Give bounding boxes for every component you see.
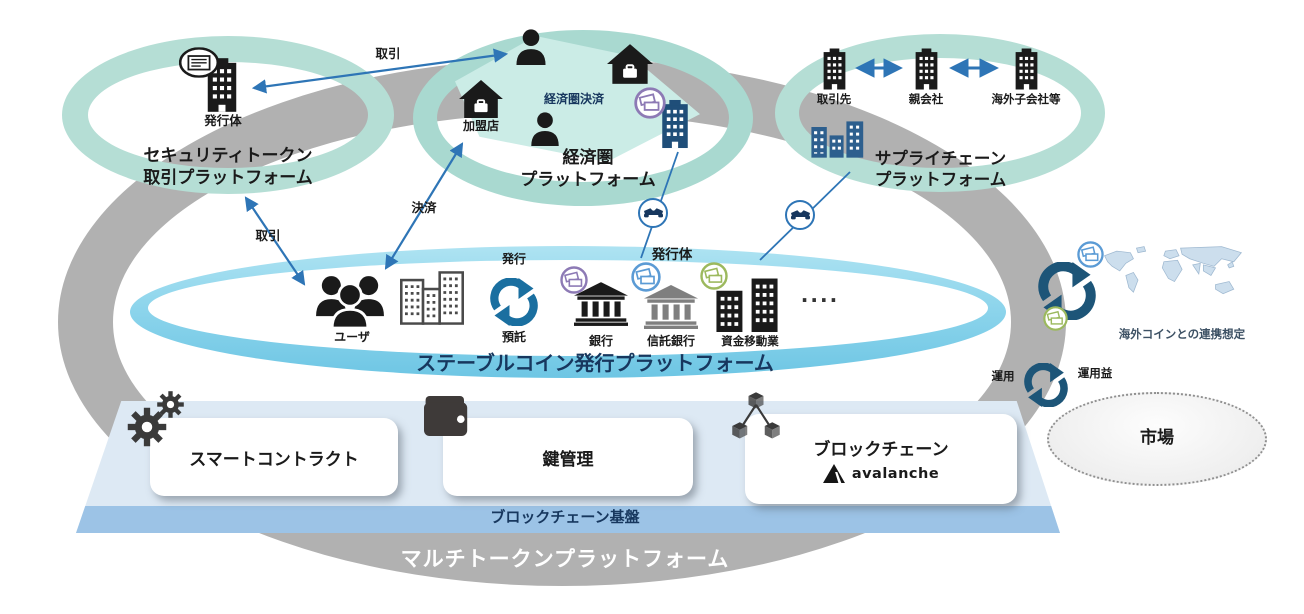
overseas-note: 海外コインとの連携想定: [1118, 327, 1246, 341]
issuer-link-circle-2: [785, 200, 815, 230]
blockchain-cubes-icon: [731, 391, 781, 441]
overseas-subsidiary-label: 海外子会社等: [991, 92, 1061, 106]
operation-exchange-icon: [1024, 363, 1068, 407]
merchant-label: 加盟店: [462, 119, 499, 133]
supply-chain-title-line1: サプライチェーン: [874, 149, 1007, 168]
avalanche-logo: avalanche: [823, 464, 939, 483]
parent-company-label: 親会社: [908, 92, 944, 106]
issue-label: 発行: [501, 252, 526, 266]
blockchain-base-label: ブロックチェーン基盤: [490, 508, 640, 526]
trust-bank-label: 信託銀行: [646, 334, 695, 348]
trade-top-label: 取引: [375, 46, 401, 61]
green-coin-icon: [1043, 306, 1068, 331]
trade-left-label: 取引: [255, 228, 281, 243]
economic-zone-title-line1: 経済圏: [562, 148, 614, 168]
store-right-icon: [607, 44, 653, 84]
issuer-label: 発行体: [204, 113, 242, 128]
blockchain-box: ブロックチェーン avalanche: [745, 414, 1017, 504]
gear-small-icon: [156, 390, 185, 419]
stablecoin-platform-title: ステーブルコイン発行プラットフォーム: [416, 351, 774, 375]
security-token-title-line1: セキュリティトークン: [143, 146, 313, 166]
issuer-link-circle-1: [638, 198, 668, 228]
economic-zone-title: 経済圏 プラットフォーム: [478, 148, 698, 192]
economic-zone-title-line2: プラットフォーム: [520, 169, 656, 190]
supply-chain-title-line2: プラットフォーム: [874, 170, 1007, 190]
avalanche-label: avalanche: [851, 465, 940, 482]
smart-contract-box: スマートコントラクト: [150, 418, 398, 496]
blockchain-base-band: [76, 506, 1060, 533]
smart-contract-label: スマートコントラクト: [189, 449, 359, 470]
partner-label: 取引先: [816, 92, 852, 106]
market-ellipse: 市場: [1047, 392, 1267, 486]
issue-deposit-exchange-icon: [490, 278, 538, 326]
handshake-icon: [791, 209, 810, 221]
footer-title: マルチトークンプラットフォーム: [400, 547, 730, 571]
users-icon: [316, 272, 384, 328]
bank-label: 銀行: [588, 334, 613, 348]
world-map: [1100, 236, 1252, 318]
key-management-box: 鍵管理: [443, 418, 693, 496]
partner-building-icon: [820, 48, 849, 90]
supply-chain-title: サプライチェーン プラットフォーム: [848, 148, 1033, 190]
security-token-title-line2: 取引プラットフォーム: [143, 167, 313, 188]
green-coin-icon: [700, 262, 728, 290]
security-token-title: セキュリティトークン 取引プラットフォーム: [103, 146, 353, 190]
user-label: ユーザ: [334, 330, 370, 344]
purple-coin-icon: [560, 266, 588, 294]
certificate-icon: [179, 47, 219, 78]
deposit-label: 預託: [501, 330, 526, 344]
avalanche-triangle-icon: [823, 464, 845, 483]
key-management-label: 鍵管理: [542, 449, 594, 470]
purple-coin-icon: [634, 87, 666, 119]
parent-company-building-icon: [912, 48, 941, 90]
consumer-top-icon: [514, 29, 548, 65]
more-participants-dots: ····: [800, 288, 840, 312]
operation-label: 運用: [991, 369, 1015, 383]
blue-coin-icon: [631, 262, 661, 292]
blue-coin-icon: [1077, 241, 1104, 268]
operation-profit-label: 運用益: [1077, 366, 1113, 380]
city-buildings-icon: [400, 270, 464, 326]
market-label: 市場: [1140, 428, 1174, 449]
merchant-store-icon: [459, 80, 503, 118]
consumer-mid-icon: [529, 112, 561, 146]
economic-payment-label: 経済圏決済: [543, 92, 604, 106]
wallet-icon: [424, 396, 472, 436]
overseas-subsidiary-building-icon: [1012, 48, 1041, 90]
blockchain-label: ブロックチェーン: [813, 440, 949, 460]
funds-transfer-label: 資金移動業: [721, 334, 779, 348]
handshake-icon: [644, 207, 663, 219]
settlement-label: 決済: [411, 200, 437, 215]
